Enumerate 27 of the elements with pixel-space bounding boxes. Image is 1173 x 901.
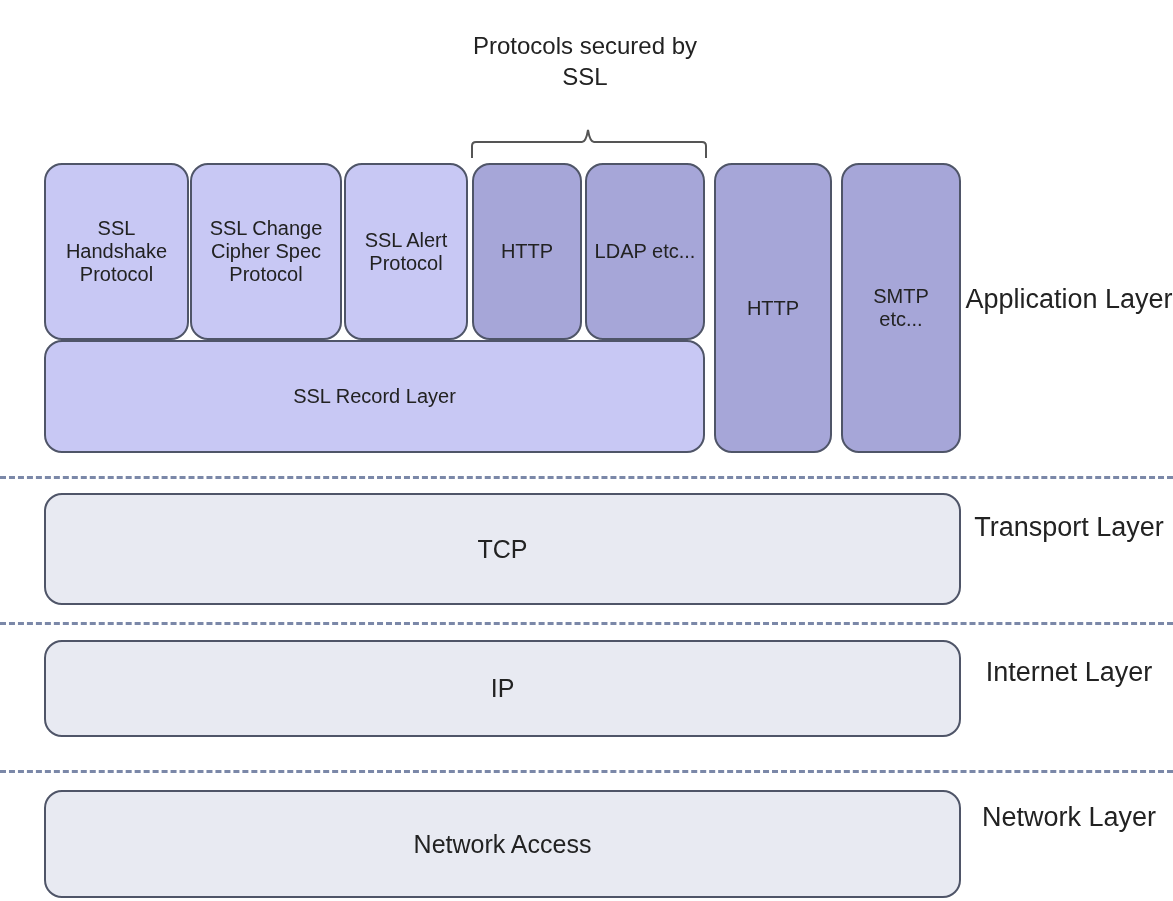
protocol-label: HTTP [746,296,800,320]
layer-box [44,340,705,453]
protocol-label: SSL Alert Protocol [363,228,449,275]
layer-name: Internet Layer [984,656,1154,689]
protocol-label: TCP [477,534,528,564]
protocol-box [841,163,961,453]
protocol-label: SMTP etc... [872,285,930,331]
protocol-label: SSL Change Cipher Spec Protocol [208,217,324,286]
layer-box [44,790,961,898]
protocol-box [190,163,342,340]
protocol-box [472,163,582,340]
protocol-label: LDAP etc... [594,240,696,263]
layer-name: Application Layer [965,283,1173,316]
protocol-label: Network Access [413,829,592,859]
protocol-box [714,163,832,453]
protocol-label: SSL Handshake Protocol [64,217,169,286]
protocol-label: SSL Record Layer [293,385,456,408]
protocol-label: IP [490,674,515,703]
protocol-box [585,163,705,340]
layer-box [44,493,961,605]
layer-box [44,640,961,737]
protocol-box [344,163,468,340]
protocols-caption: Protocols secured by SSL [471,31,699,93]
protocol-box [44,163,189,340]
layer-name: Transport Layer [973,511,1165,544]
layer-name: Network Layer [980,801,1158,834]
protocol-label: HTTP [500,240,554,263]
